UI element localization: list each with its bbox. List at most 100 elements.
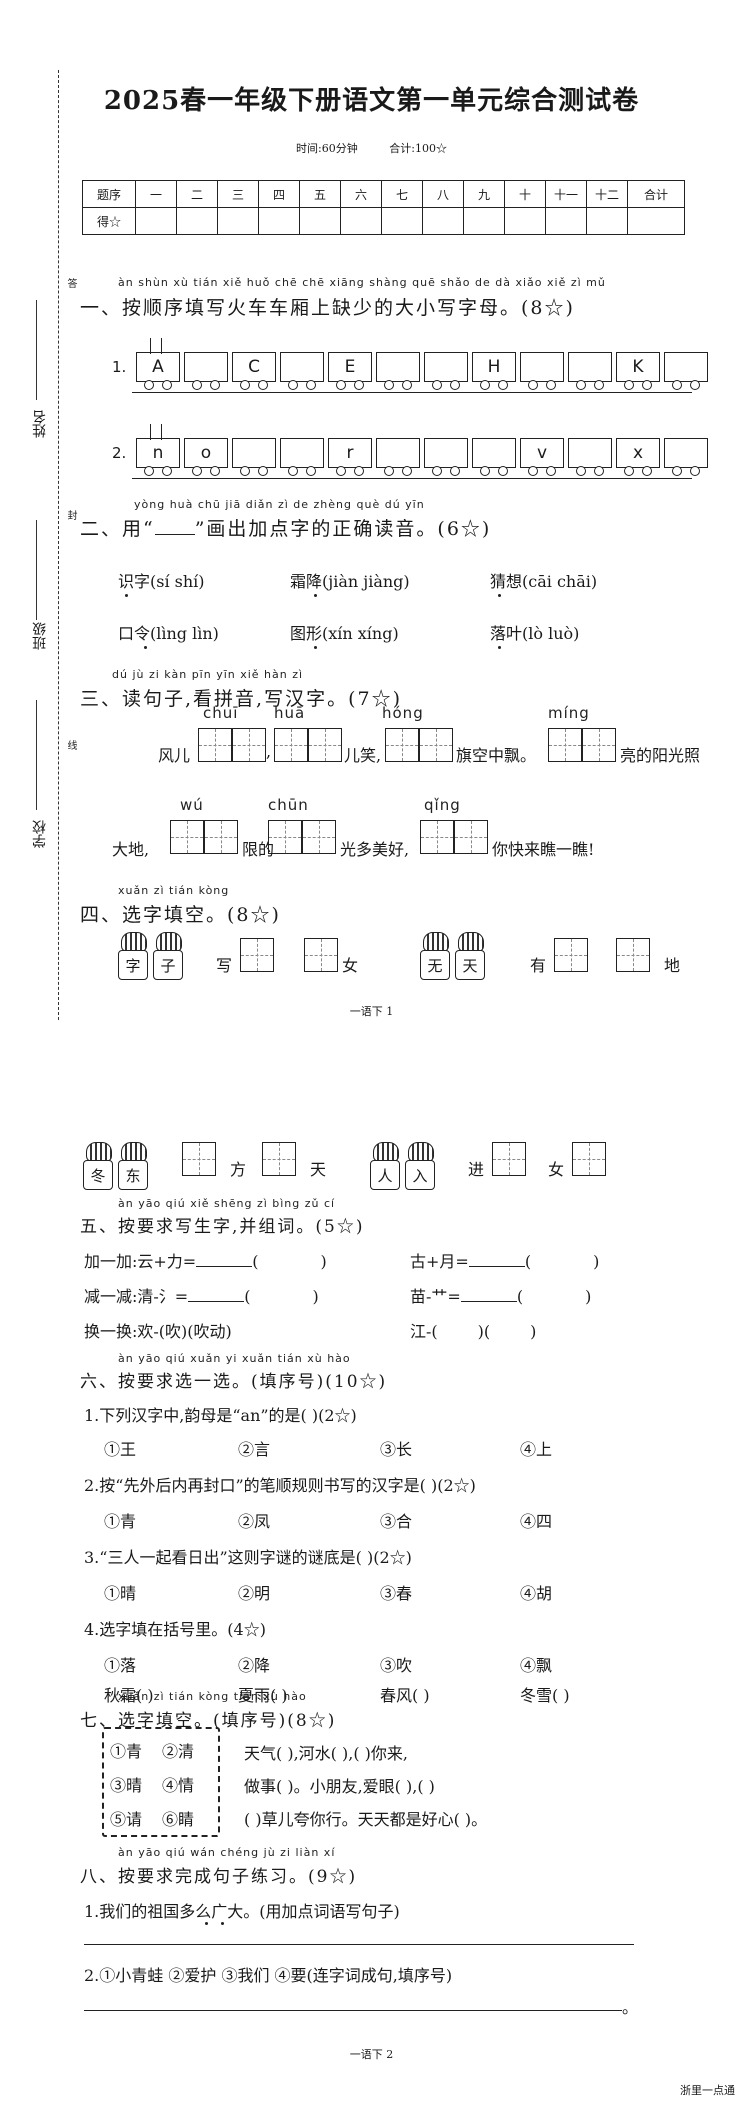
- q7-line[interactable]: ( )草儿夸你行。天天都是好心( )。: [244, 1810, 488, 1829]
- train2-car-blank[interactable]: [472, 438, 516, 476]
- hanzi-grid[interactable]: [582, 728, 616, 762]
- train2-car-blank[interactable]: [568, 438, 612, 476]
- hanzi-grid[interactable]: [548, 728, 582, 762]
- q6-option[interactable]: ③春: [380, 1584, 413, 1603]
- hanzi-grid[interactable]: [170, 820, 204, 854]
- q3-title: 三、读句子,看拼音,写汉字。(7☆): [80, 688, 402, 710]
- hanzi-grid[interactable]: [262, 1142, 296, 1176]
- hanzi-grid[interactable]: [616, 938, 650, 972]
- hanzi-grid[interactable]: [492, 1142, 526, 1176]
- page-title: 2025春一年级下册语文第一单元综合测试卷: [103, 86, 640, 116]
- q6-option[interactable]: ④胡: [520, 1584, 553, 1603]
- q7-title: 七、选字填空。(填序号)(8☆): [80, 1711, 337, 1731]
- hanzi-grid[interactable]: [182, 1142, 216, 1176]
- q6-fill[interactable]: 秋霜( ): [104, 1686, 154, 1705]
- train1-car-blank[interactable]: [520, 352, 564, 390]
- hanzi-grid[interactable]: [198, 728, 232, 762]
- train2-car-blank[interactable]: [280, 438, 324, 476]
- q7-line[interactable]: 做事( )。小朋友,爱眼( ),( ): [244, 1777, 435, 1796]
- answer-blank[interactable]: [468, 1266, 525, 1267]
- score-cell[interactable]: [258, 207, 300, 235]
- answer-blank[interactable]: [460, 1301, 517, 1302]
- emphasis-dot: [221, 1922, 224, 1925]
- score-cell[interactable]: [381, 207, 423, 235]
- hanzi-grid[interactable]: [308, 728, 342, 762]
- score-cell[interactable]: [340, 207, 382, 235]
- answer-line[interactable]: [84, 2010, 622, 2011]
- q4-word: 方: [230, 1160, 247, 1179]
- underline-sample: [154, 534, 195, 535]
- answer-blank[interactable]: [196, 1266, 253, 1267]
- score-cell[interactable]: [463, 207, 505, 235]
- q8-pinyin: àn yāo qiú wán chéng jù zi liàn xí: [118, 1846, 336, 1859]
- q3-text: ,: [266, 742, 272, 761]
- score-cell[interactable]: [504, 207, 546, 235]
- hanzi-grid[interactable]: [304, 938, 338, 972]
- q2-item[interactable]: 口令(lìng lìn): [118, 624, 219, 643]
- q6-option[interactable]: ③长: [380, 1440, 413, 1459]
- hanzi-grid[interactable]: [572, 1142, 606, 1176]
- q3-grid-pinyin: wú: [180, 796, 204, 814]
- hanzi-grid[interactable]: [419, 728, 453, 762]
- q6-option[interactable]: ②明: [238, 1584, 271, 1603]
- q6-option[interactable]: ④上: [520, 1440, 553, 1459]
- q6-fill[interactable]: 冬雪( ): [520, 1686, 570, 1705]
- hanzi-grid[interactable]: [268, 820, 302, 854]
- train1-car-blank[interactable]: [376, 352, 420, 390]
- hanzi-grid[interactable]: [232, 728, 266, 762]
- hanzi-grid[interactable]: [302, 820, 336, 854]
- score-header-cell: 合计: [627, 180, 685, 208]
- name-line[interactable]: [36, 300, 37, 400]
- train2-car-blank[interactable]: [664, 438, 708, 476]
- score-header-cell: 十一: [545, 180, 587, 208]
- train2-car-blank[interactable]: [232, 438, 276, 476]
- score-cell[interactable]: [586, 207, 628, 235]
- train1-car-blank[interactable]: [424, 352, 468, 390]
- score-cell[interactable]: [545, 207, 587, 235]
- q1-title: 一、按顺序填写火车车厢上缺少的大小写字母。(8☆): [80, 297, 575, 319]
- q6-option[interactable]: ①青: [104, 1512, 137, 1531]
- train1-car: K: [616, 352, 660, 390]
- hanzi-grid[interactable]: [274, 728, 308, 762]
- score-cell[interactable]: [422, 207, 464, 235]
- q6-option[interactable]: ③合: [380, 1512, 413, 1531]
- hanzi-grid[interactable]: [420, 820, 454, 854]
- hanzi-grid[interactable]: [240, 938, 274, 972]
- score-cell[interactable]: [176, 207, 218, 235]
- q2-item[interactable]: 猜想(cāi chāi): [490, 572, 598, 591]
- train1-car-blank[interactable]: [280, 352, 324, 390]
- q7-line[interactable]: 天气( ),河水( ),( )你来,: [244, 1744, 408, 1763]
- emphasis-dot: [125, 594, 128, 597]
- score-cell[interactable]: [217, 207, 259, 235]
- q6-option[interactable]: ②言: [238, 1440, 271, 1459]
- school-line[interactable]: [36, 700, 37, 810]
- q6-option[interactable]: ①晴: [104, 1584, 137, 1603]
- q2-item[interactable]: 识字(sí shí): [118, 572, 205, 591]
- tiger-sign-icon: 冬: [83, 1142, 113, 1192]
- hanzi-grid[interactable]: [554, 938, 588, 972]
- hanzi-grid[interactable]: [454, 820, 488, 854]
- q6-fill[interactable]: 夏雨( ): [238, 1686, 288, 1705]
- train1-car-blank[interactable]: [184, 352, 228, 390]
- hanzi-grid[interactable]: [204, 820, 238, 854]
- q2-item[interactable]: 图形(xín xíng): [290, 624, 399, 643]
- answer-line[interactable]: [84, 1944, 634, 1945]
- train2-car-blank[interactable]: [376, 438, 420, 476]
- q6-option[interactable]: ④四: [520, 1512, 553, 1531]
- score-cell[interactable]: [135, 207, 177, 235]
- class-line[interactable]: [36, 520, 37, 620]
- score-cell[interactable]: [627, 207, 685, 235]
- q6-fill[interactable]: 春风( ): [380, 1686, 430, 1705]
- answer-blank[interactable]: [188, 1301, 245, 1302]
- q6-option[interactable]: ②凤: [238, 1512, 271, 1531]
- score-cell[interactable]: [299, 207, 341, 235]
- q2-item[interactable]: 霜降(jiàn jiàng): [290, 572, 410, 591]
- hanzi-grid[interactable]: [385, 728, 419, 762]
- train1-car-blank[interactable]: [568, 352, 612, 390]
- train2-car-blank[interactable]: [424, 438, 468, 476]
- score-header-cell: 四: [258, 180, 300, 208]
- q2-item[interactable]: 落叶(lò luò): [490, 624, 580, 643]
- train1-car-blank[interactable]: [664, 352, 708, 390]
- binding-mark: 答: [65, 278, 76, 288]
- q6-option[interactable]: ①王: [104, 1440, 137, 1459]
